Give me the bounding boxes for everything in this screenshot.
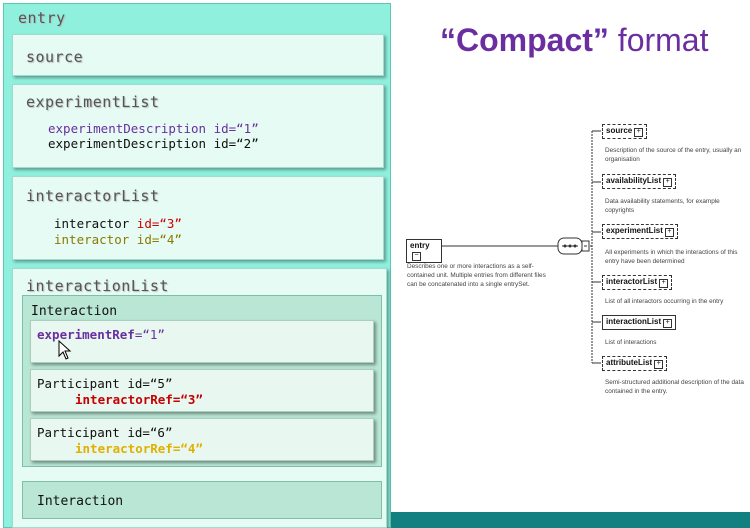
participant-6: Participant id=“6” (37, 425, 173, 440)
schema-node-entry: entry− (406, 239, 442, 263)
schema-desc-source: Description of the source of the entry, … (605, 147, 742, 163)
expand-icon: + (663, 319, 673, 328)
schema-desc-experimentlist: All experiments in which the interaction… (605, 249, 738, 265)
schema-desc-interactionlist: List of interactions (605, 339, 657, 346)
schema-desc-entry: Describes one or more interactions as a … (407, 263, 546, 288)
collapse-icon: − (412, 252, 421, 261)
expand-icon: + (654, 360, 664, 369)
interactor-4: interactor id=“4” (54, 232, 182, 247)
experimentref-box: experimentRef=“1” (30, 320, 374, 363)
source-title: source (26, 48, 84, 66)
schema-node-experimentlist: experimentList+ (602, 224, 678, 239)
schema-desc-availabilitylist: Data availability statements, for exampl… (605, 198, 720, 214)
expand-icon: + (659, 279, 669, 288)
footer-bar (391, 512, 750, 528)
interactorlist-panel: interactorList interactor id=“3” interac… (12, 176, 384, 260)
page-title: “Compact” format (440, 22, 709, 58)
expand-icon: + (664, 228, 674, 237)
experiment-description-1: experimentDescription id=“1” (48, 121, 259, 136)
participant-5-ref: interactorRef=“3” (75, 392, 203, 407)
expand-icon: + (663, 178, 673, 187)
source-panel: source (12, 34, 384, 76)
schema-connectors (442, 130, 601, 364)
experimentlist-title: experimentList (26, 93, 160, 111)
schema-node-availabilitylist: availabilityList+ (602, 174, 677, 189)
participant-5-box: Participant id=“5” interactorRef=“3” (30, 369, 374, 412)
mouse-cursor-icon (58, 340, 72, 360)
experiment-ref: experimentRef=“1” (37, 327, 165, 342)
interaction-2-label: Interaction (37, 494, 124, 509)
experiment-description-2: experimentDescription id=“2” (48, 136, 259, 151)
schema-desc-attributelist: Semi-structured additional description o… (605, 379, 744, 395)
experimentlist-panel: experimentList experimentDescription id=… (12, 84, 384, 168)
expand-icon: + (634, 128, 644, 137)
interactorlist-title: interactorList (26, 187, 160, 205)
participant-5: Participant id=“5” (37, 376, 173, 391)
schema-node-source: source+ (602, 124, 648, 139)
participant-6-ref: interactorRef=“4” (75, 441, 203, 456)
interaction-label: Interaction (31, 304, 118, 319)
interactionlist-title: interactionList (26, 277, 169, 295)
interactor-3: interactor id=“3” (54, 216, 182, 231)
participant-6-box: Participant id=“6” interactorRef=“4” (30, 418, 374, 461)
entry-title: entry (18, 9, 66, 27)
schema-node-interactionlist: interactionList+ (602, 315, 677, 330)
schema-node-interactorlist: interactorList+ (602, 275, 673, 290)
interaction-box-2: Interaction (22, 481, 382, 519)
schema-node-attributelist: attributeList+ (602, 356, 668, 371)
schema-desc-interactorlist: List of all interactors occurring in the… (605, 298, 724, 305)
